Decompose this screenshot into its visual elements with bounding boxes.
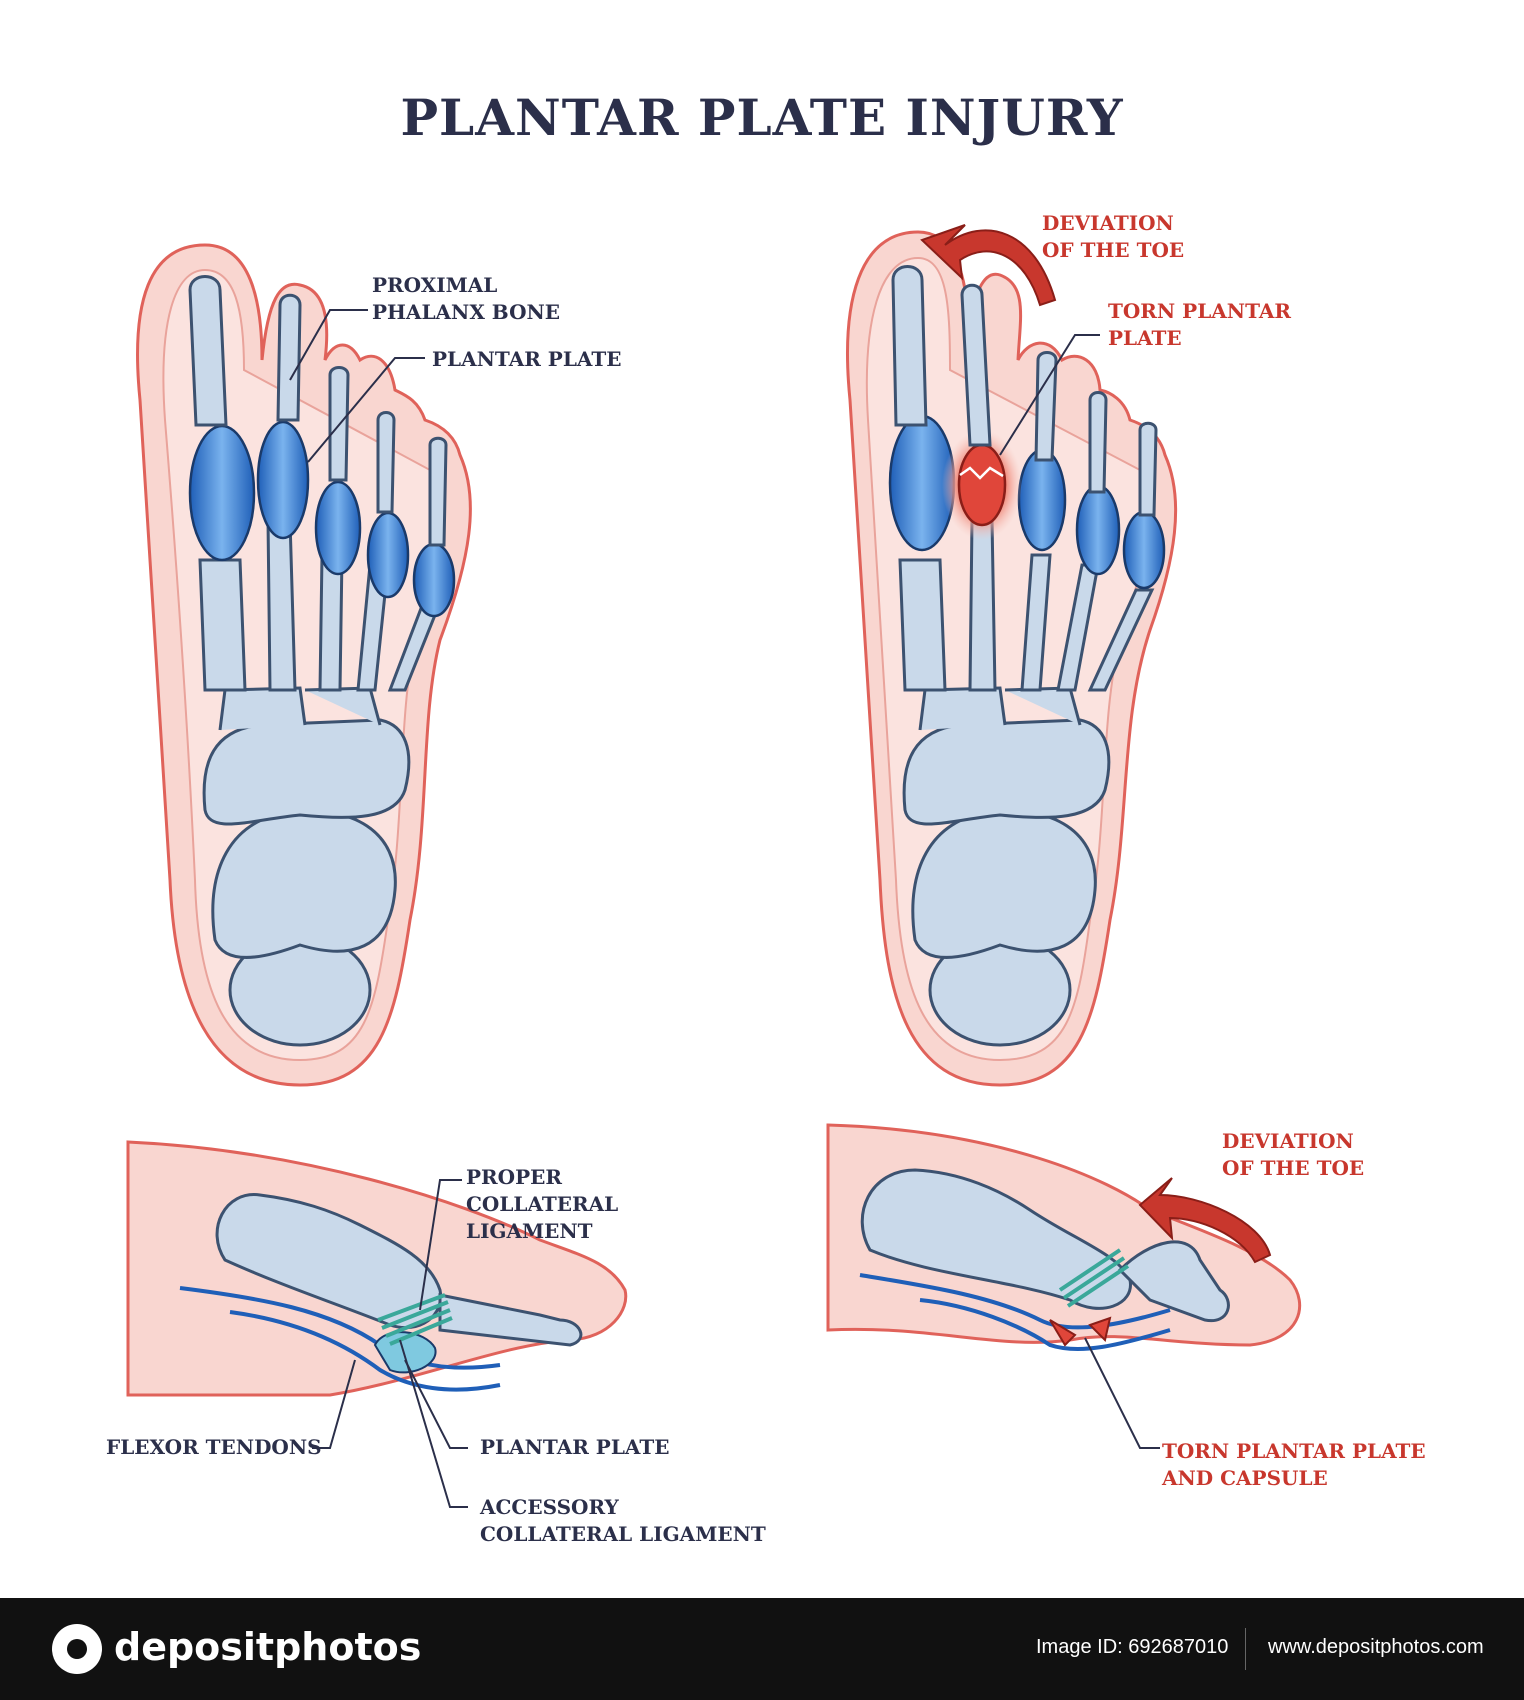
injured-foot-top-view: [846, 224, 1178, 1087]
torn-plate-capsule: [1049, 1316, 1112, 1347]
label-plantar-plate-bottom: PLANTAR PLATE: [480, 1435, 670, 1459]
label-proximal-phalanx-bone: PROXIMAL PHALANX BONE: [372, 273, 561, 324]
label-proper-collateral-ligament: PROPER COLLATERAL LIGAMENT: [466, 1165, 619, 1243]
label-deviation-of-toe-bottom: DEVIATION OF THE TOE: [1222, 1129, 1365, 1180]
label-plantar-plate-top: PLANTAR PLATE: [432, 347, 622, 371]
phalanx-side-deviated: [1117, 1240, 1230, 1323]
phalanx-bones: [891, 265, 1158, 517]
leader-plantar-plate-bottom: [404, 1359, 468, 1449]
collateral-ligaments: [1058, 1248, 1130, 1308]
metatarsal-side: [860, 1168, 1132, 1310]
label-accessory-collateral-ligament: ACCESSORY COLLATERAL LIGAMENT: [480, 1495, 766, 1546]
leader-proximal-phalanx: [289, 309, 368, 381]
collateral-ligaments: [377, 1293, 453, 1346]
plantar-plates: [888, 414, 1166, 590]
illustration: [126, 224, 1301, 1508]
leader-torn-plate-capsule: [1084, 1337, 1160, 1449]
brand-name: depositphotos: [114, 1625, 422, 1669]
page-title: PLANTAR PLATE INJURY: [400, 88, 1124, 147]
deviation-arrow-bottom: [1138, 1177, 1272, 1264]
website-link[interactable]: www.depositphotos.com: [1268, 1636, 1484, 1658]
tarsal-bones: [202, 718, 411, 826]
leader-plantar-plate: [307, 357, 425, 463]
label-flexor-tendons: FLEXOR TENDONS: [106, 1435, 322, 1459]
metatarsal-bones: [898, 518, 1155, 692]
leader-proper-collateral: [419, 1179, 462, 1311]
leader-flexor-tendons: [312, 1359, 356, 1449]
deviation-arrow-top: [920, 224, 1057, 307]
torn-plantar-plate: [942, 430, 1022, 540]
phalanx-bones: [188, 275, 448, 547]
leader-accessory-collateral: [399, 1339, 468, 1508]
healthy-foot-top-view: [136, 243, 472, 1087]
flexor-tendon-2: [229, 1310, 501, 1392]
injured-toe-side-view: [826, 1123, 1301, 1449]
metatarsal-side: [215, 1193, 443, 1330]
footer-divider: [1245, 1628, 1246, 1670]
footer-bar: depositphotos Image ID: 692687010 www.de…: [0, 1598, 1524, 1700]
flexor-tendon-2: [919, 1298, 1171, 1351]
leader-torn-plantar-plate: [999, 334, 1100, 456]
tarsal-bones: [902, 718, 1111, 826]
label-deviation-of-toe-top: DEVIATION OF THE TOE: [1042, 211, 1185, 262]
talus-bone: [911, 809, 1097, 959]
flexor-tendon-1: [859, 1273, 1171, 1330]
flexor-tendon-1: [179, 1286, 501, 1370]
label-torn-plantar-plate-capsule: TORN PLANTAR PLATE AND CAPSULE: [1162, 1439, 1426, 1490]
image-id: Image ID: 692687010: [1036, 1636, 1229, 1658]
phalanx-side: [438, 1293, 583, 1347]
label-torn-plantar-plate: TORN PLANTAR PLATE: [1108, 299, 1291, 350]
talus-bone: [211, 809, 397, 959]
healthy-toe-side-view: [126, 1140, 628, 1508]
depositphotos-logo-icon: [52, 1624, 102, 1674]
